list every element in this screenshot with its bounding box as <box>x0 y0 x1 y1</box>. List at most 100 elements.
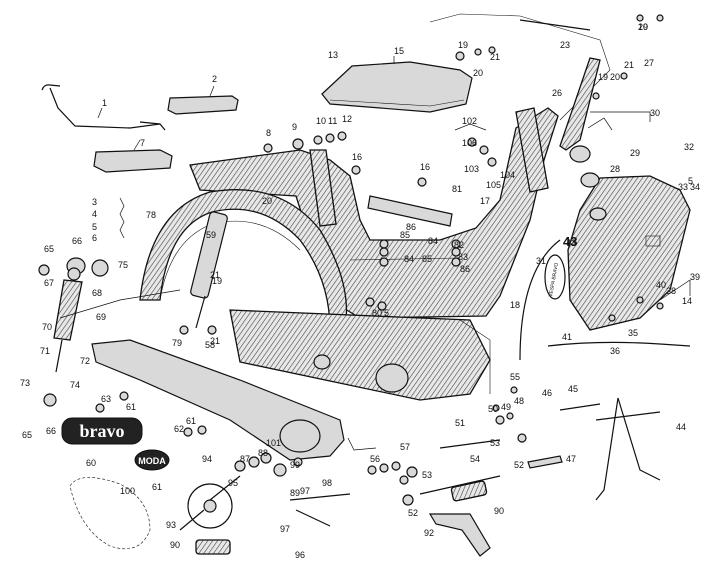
handle-rail-part <box>41 84 166 131</box>
callout-56: 56 <box>370 454 380 464</box>
bolt-icon <box>399 475 409 485</box>
bolt-icon <box>119 391 129 401</box>
callout-62: 62 <box>174 424 184 434</box>
pedal-right-part <box>450 480 488 502</box>
callout-65: 65 <box>22 430 32 440</box>
callout-96: 96 <box>295 550 305 560</box>
bolt-icon <box>636 296 644 304</box>
callout-19: 19 <box>638 22 648 32</box>
bolt-icon <box>351 165 361 175</box>
callout-14: 14 <box>682 296 692 306</box>
callout-20: 20 <box>610 72 620 82</box>
callout-34: 34 <box>690 182 700 192</box>
callout-81: 81 <box>452 184 462 194</box>
tank-oval-badge: VESPA BRAVO <box>544 254 566 300</box>
bolt-icon <box>367 465 377 475</box>
bolt-icon <box>293 457 303 467</box>
callout-84: 84 <box>428 236 438 246</box>
callout-51: 51 <box>455 418 465 428</box>
callout-79: 79 <box>172 338 182 348</box>
callout-70: 70 <box>42 322 52 332</box>
bolt-icon <box>273 463 287 477</box>
shock-absorber-part <box>190 211 228 329</box>
callout-87: 87 <box>240 454 250 464</box>
bolt-icon <box>377 301 387 311</box>
callout-83: 83 <box>458 252 468 262</box>
seat-pad-part <box>167 95 239 115</box>
callout-89: 89 <box>290 488 300 498</box>
callout-61: 61 <box>152 482 162 492</box>
bolt-icon <box>183 427 193 437</box>
callout-35: 35 <box>628 328 638 338</box>
bolt-icon <box>260 452 272 464</box>
callout-103: 103 <box>464 164 479 174</box>
bolt-icon <box>608 314 616 322</box>
crank-rod-part <box>419 475 501 495</box>
callout-93: 93 <box>166 520 176 530</box>
callout-29: 29 <box>630 148 640 158</box>
cable-part <box>547 341 691 347</box>
bolt-icon <box>636 14 644 22</box>
callout-65: 65 <box>44 244 54 254</box>
bolt-icon <box>451 257 461 267</box>
callout-61: 61 <box>186 416 196 426</box>
callout-26: 26 <box>552 88 562 98</box>
pedal-left-part <box>195 539 231 555</box>
callout-39: 39 <box>690 272 700 282</box>
bolt-icon <box>517 433 527 443</box>
callout-86: 86 <box>460 264 470 274</box>
bolt-icon <box>402 494 414 506</box>
callout-54: 54 <box>470 454 480 464</box>
callout-1: 1 <box>102 98 107 108</box>
callout-71: 71 <box>40 346 50 356</box>
bolt-icon <box>365 297 375 307</box>
hardware-group <box>38 14 664 506</box>
chainring-part <box>179 475 241 531</box>
stand-pin-part <box>559 403 601 411</box>
bolt-icon <box>248 456 260 468</box>
callout-41: 41 <box>562 332 572 342</box>
callout-60: 60 <box>86 458 96 468</box>
callout-50: 50 <box>488 404 498 414</box>
stand-part <box>595 397 661 501</box>
callout-30: 30 <box>650 108 660 118</box>
callout-45: 45 <box>568 384 578 394</box>
callout-105: 105 <box>486 180 501 190</box>
brake-lever-part <box>289 493 351 527</box>
stand-spring-part <box>527 455 563 469</box>
callout-21: 21 <box>490 52 500 62</box>
bolt-icon <box>379 463 389 473</box>
callout-23: 23 <box>560 40 570 50</box>
callout-48: 48 <box>514 396 524 406</box>
callout-90: 90 <box>494 506 504 516</box>
callout-92: 92 <box>424 528 434 538</box>
bolt-icon <box>38 264 50 276</box>
callout-8: 8 <box>266 128 271 138</box>
callout-20: 20 <box>262 196 272 206</box>
callout-68: 68 <box>92 288 102 298</box>
callout-100: 100 <box>120 486 135 496</box>
callout-3: 3 <box>92 197 97 207</box>
swingarm-part <box>229 309 491 401</box>
callout-11: 11 <box>328 116 337 126</box>
chain-part <box>69 477 151 550</box>
callout-20: 20 <box>638 22 648 32</box>
rod-part <box>519 19 591 31</box>
bolt-icon <box>506 412 514 420</box>
svg-text:VESPA BRAVO: VESPA BRAVO <box>548 262 560 297</box>
callout-27: 27 <box>644 58 654 68</box>
callout-46: 46 <box>542 388 552 398</box>
chain-guard-part <box>91 339 345 461</box>
callout-75: 75 <box>118 260 128 270</box>
callout-85: 85 <box>422 254 432 264</box>
tank-number-label: 43 <box>563 234 577 249</box>
bolt-icon <box>592 92 600 100</box>
callout-101: 101 <box>266 438 281 448</box>
callout-72: 72 <box>80 356 90 366</box>
callout-90: 90 <box>170 540 180 550</box>
fuel-tank-part <box>567 175 691 331</box>
callout-97: 97 <box>300 486 310 496</box>
callout-84: 84 <box>404 254 414 264</box>
